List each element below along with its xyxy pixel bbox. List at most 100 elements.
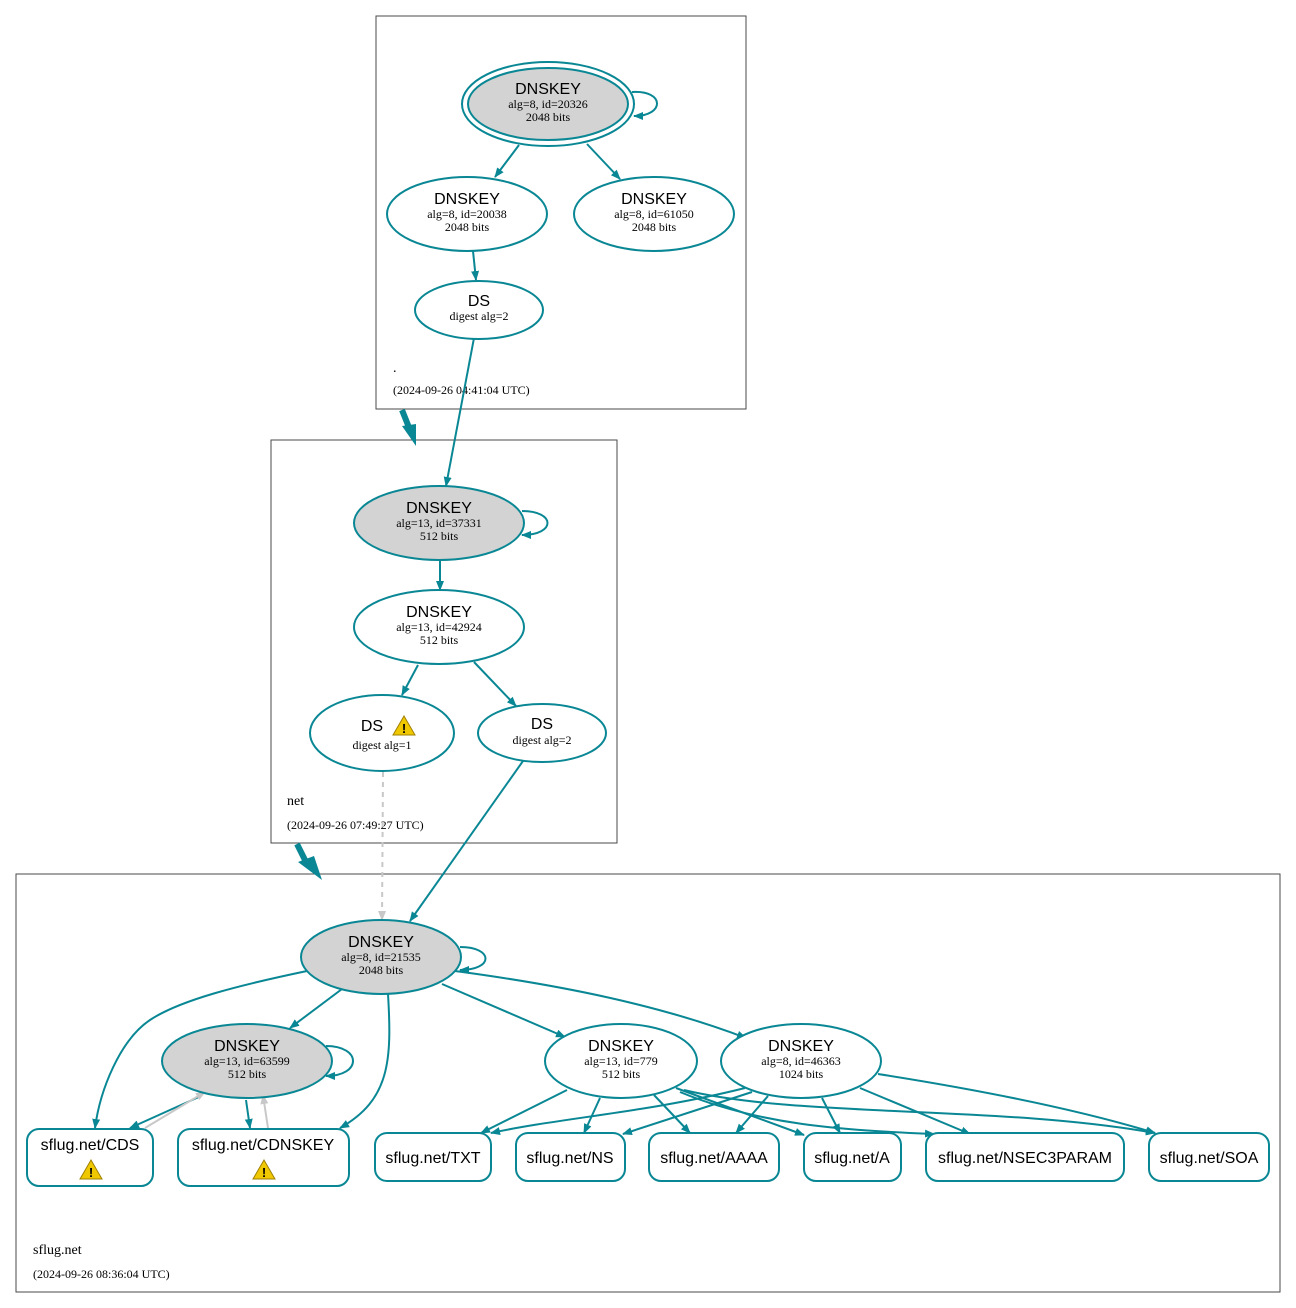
- svg-text:alg=13, id=37331: alg=13, id=37331: [396, 516, 482, 530]
- svg-text:alg=8, id=21535: alg=8, id=21535: [341, 950, 421, 964]
- svg-text:DS: DS: [468, 293, 490, 310]
- sign-edge: [289, 988, 343, 1029]
- cds-match-edge: [144, 1091, 206, 1129]
- svg-text:alg=8, id=20326: alg=8, id=20326: [508, 97, 588, 111]
- zone-timestamp: (2024-09-26 08:36:04 UTC): [33, 1267, 170, 1281]
- sign-edge: [586, 143, 621, 180]
- svg-text:2048 bits: 2048 bits: [445, 220, 490, 234]
- ds-edge: [409, 760, 524, 922]
- svg-text:DNSKEY: DNSKEY: [768, 1038, 834, 1055]
- svg-text:DS: DS: [531, 716, 553, 733]
- sign-edge: [494, 144, 520, 178]
- svg-text:512 bits: 512 bits: [420, 529, 459, 543]
- svg-text:sflug.net/SOA: sflug.net/SOA: [1160, 1150, 1259, 1167]
- sign-edge: [92, 970, 308, 1129]
- svg-text:2048 bits: 2048 bits: [526, 110, 571, 124]
- svg-text:sflug.net/TXT: sflug.net/TXT: [385, 1150, 480, 1167]
- sign-edge: [480, 1089, 568, 1134]
- sign-edge: [401, 664, 419, 696]
- ds-edge: [471, 250, 480, 281]
- svg-text:DNSKEY: DNSKEY: [348, 934, 414, 951]
- dnskey-node[interactable]: DNSKEY alg=13, id=42924 512 bits: [353, 589, 525, 665]
- svg-text:DNSKEY: DNSKEY: [434, 191, 500, 208]
- self-sign-edge: [459, 946, 487, 974]
- zone-name: net: [287, 794, 304, 809]
- sign-edge: [653, 1094, 691, 1134]
- self-sign-edge: [631, 90, 658, 120]
- delegation-arrow: [399, 408, 416, 446]
- sign-edge: [735, 1095, 769, 1134]
- svg-text:alg=8, id=61050: alg=8, id=61050: [614, 207, 694, 221]
- svg-text:sflug.net/CDNSKEY: sflug.net/CDNSKEY: [192, 1137, 335, 1154]
- svg-text:digest alg=1: digest alg=1: [352, 738, 411, 752]
- dnskey-node[interactable]: DNSKEY alg=13, id=779 512 bits: [544, 1023, 698, 1099]
- sign-edge: [859, 1087, 971, 1135]
- sign-edge: [441, 983, 566, 1038]
- ds-node-warning[interactable]: DS digest alg=1: [309, 694, 455, 772]
- rrset-a[interactable]: sflug.net/A: [803, 1132, 902, 1182]
- self-sign-edge: [325, 1045, 354, 1080]
- svg-text:sflug.net/A: sflug.net/A: [814, 1150, 890, 1167]
- svg-text:sflug.net/AAAA: sflug.net/AAAA: [660, 1150, 768, 1167]
- self-sign-edge: [521, 510, 549, 539]
- svg-text:512 bits: 512 bits: [602, 1067, 641, 1081]
- svg-text:1024 bits: 1024 bits: [779, 1067, 824, 1081]
- ds-node[interactable]: DS digest alg=2: [477, 703, 607, 763]
- rrset-cdnskey[interactable]: sflug.net/CDNSKEY: [177, 1128, 350, 1187]
- ds-edge: [443, 337, 475, 487]
- sign-edge: [821, 1097, 841, 1134]
- dnskey-node-ksk[interactable]: DNSKEY alg=13, id=37331 512 bits: [353, 485, 525, 561]
- dnskey-node-ksk[interactable]: DNSKEY alg=13, id=63599 512 bits: [161, 1023, 333, 1099]
- svg-text:alg=8, id=46363: alg=8, id=46363: [761, 1054, 841, 1068]
- svg-text:sflug.net/CDS: sflug.net/CDS: [41, 1137, 140, 1154]
- sign-edge: [877, 1073, 1156, 1135]
- sign-edge: [244, 1099, 253, 1129]
- rrset-ns[interactable]: sflug.net/NS: [515, 1132, 626, 1182]
- svg-text:512 bits: 512 bits: [420, 633, 459, 647]
- dnskey-node[interactable]: DNSKEY alg=8, id=61050 2048 bits: [573, 176, 735, 252]
- sign-edge: [622, 1091, 753, 1136]
- rrset-nsec3param[interactable]: sflug.net/NSEC3PARAM: [925, 1132, 1125, 1182]
- zone-name: .: [393, 361, 397, 376]
- svg-text:2048 bits: 2048 bits: [359, 963, 404, 977]
- zone-net-box: [270, 439, 618, 844]
- svg-text:digest alg=2: digest alg=2: [449, 309, 508, 323]
- svg-text:alg=13, id=42924: alg=13, id=42924: [396, 620, 482, 634]
- svg-text:DNSKEY: DNSKEY: [406, 604, 472, 621]
- svg-text:digest alg=2: digest alg=2: [512, 733, 571, 747]
- dnskey-node-ksk[interactable]: DNSKEY alg=8, id=21535 2048 bits: [300, 919, 462, 995]
- dnskey-node-ksk[interactable]: DNSKEY alg=8, id=20326 2048 bits: [461, 61, 635, 147]
- zone-sflug-box: [15, 873, 1281, 1293]
- zone-timestamp: (2024-09-26 04:41:04 UTC): [393, 383, 530, 397]
- zone-root-box: [375, 15, 747, 410]
- dnskey-node[interactable]: DNSKEY alg=8, id=46363 1024 bits: [720, 1023, 882, 1099]
- svg-text:DNSKEY: DNSKEY: [588, 1038, 654, 1055]
- svg-text:DNSKEY: DNSKEY: [214, 1038, 280, 1055]
- svg-text:alg=13, id=63599: alg=13, id=63599: [204, 1054, 290, 1068]
- svg-text:DNSKEY: DNSKEY: [621, 191, 687, 208]
- ds-node[interactable]: DS digest alg=2: [414, 280, 544, 340]
- svg-text:sflug.net/NS: sflug.net/NS: [526, 1150, 613, 1167]
- svg-text:DNSKEY: DNSKEY: [515, 81, 581, 98]
- sign-edge: [490, 1087, 746, 1135]
- dnskey-node[interactable]: DNSKEY alg=8, id=20038 2048 bits: [386, 176, 548, 252]
- sign-edge: [454, 970, 747, 1039]
- sign-edge: [679, 1091, 935, 1138]
- svg-text:DNSKEY: DNSKEY: [406, 500, 472, 517]
- cdnskey-match-edge: [260, 1094, 269, 1129]
- svg-text:512 bits: 512 bits: [228, 1067, 267, 1081]
- rrset-txt[interactable]: sflug.net/TXT: [374, 1132, 492, 1182]
- svg-text:DS: DS: [361, 718, 383, 735]
- sign-edge: [339, 993, 391, 1129]
- rrset-cds[interactable]: sflug.net/CDS: [26, 1128, 154, 1187]
- svg-text:2048 bits: 2048 bits: [632, 220, 677, 234]
- rrset-aaaa[interactable]: sflug.net/AAAA: [648, 1132, 780, 1182]
- rrset-soa[interactable]: sflug.net/SOA: [1148, 1132, 1270, 1182]
- delegation-arrow: [294, 842, 322, 880]
- insecure-ds-edge: [378, 771, 387, 921]
- sign-edge: [473, 661, 517, 707]
- zone-name: sflug.net: [33, 1243, 82, 1258]
- sign-edge: [683, 1089, 1156, 1136]
- svg-text:alg=13, id=779: alg=13, id=779: [584, 1054, 658, 1068]
